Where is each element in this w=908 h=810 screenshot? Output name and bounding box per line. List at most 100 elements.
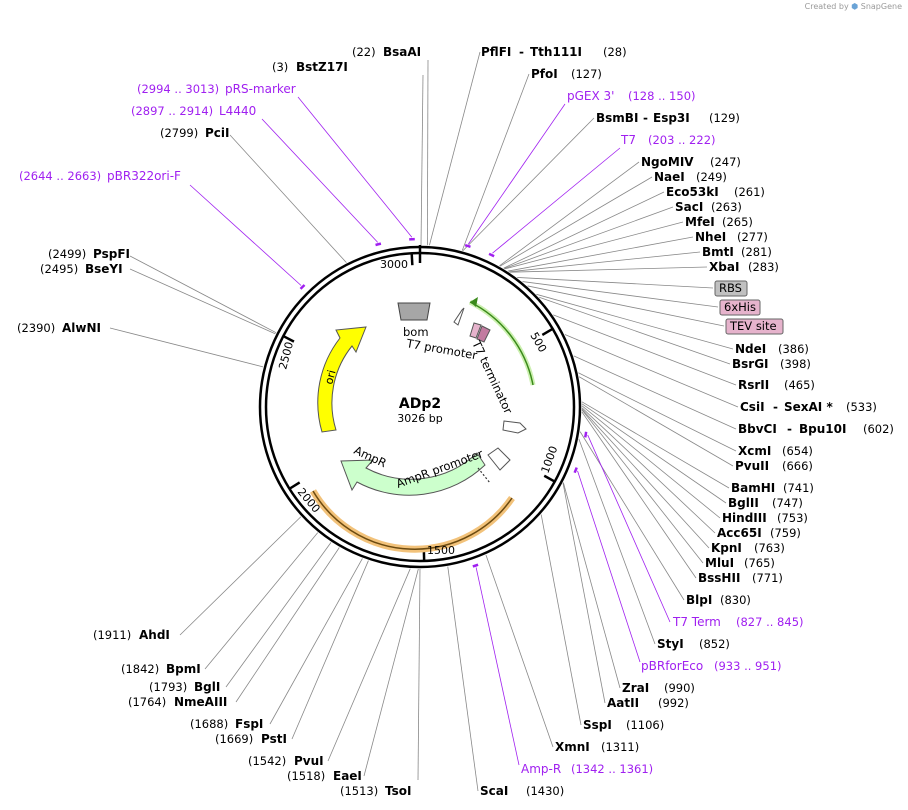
pos-bpmi: (1842) (121, 662, 159, 676)
pos-naei: (249) (696, 170, 727, 184)
enzyme-xmni[interactable]: XmnI (555, 740, 590, 754)
primer-t7-range: (203 .. 222) (648, 133, 716, 147)
enzyme-bseyi[interactable]: BseYI (85, 262, 123, 276)
enzyme-labels-left: (22) BsaAI (3) BstZ17I (2994 .. 3013) pR… (17, 45, 421, 798)
enzyme-bamhi[interactable]: BamHI (731, 481, 775, 495)
enzyme-alwni[interactable]: AlwNI (62, 321, 101, 335)
primer-prs-range: (2994 .. 3013) (137, 82, 219, 96)
enzyme-tth111i[interactable]: Tth111I (530, 45, 582, 59)
primer-prs[interactable]: pRS-marker (225, 82, 296, 96)
leader-line (509, 251, 701, 273)
enzyme-bbvci[interactable]: BbvCI (738, 422, 777, 436)
tev-feature[interactable] (476, 325, 491, 343)
enzyme-nmeaiii[interactable]: NmeAIII (174, 695, 227, 709)
enzyme-bmti[interactable]: BmtI (702, 245, 734, 259)
primer-pbr322[interactable]: pBR322ori-F (107, 169, 181, 183)
t7-terminator-arrow[interactable] (502, 420, 527, 434)
leader-line (578, 438, 656, 645)
enzyme-mfei[interactable]: MfeI (685, 215, 715, 229)
pos-pfoi: (127) (571, 67, 602, 81)
primer-pbrforeco[interactable]: pBRforEco (641, 659, 703, 673)
enzyme-styi[interactable]: StyI (657, 637, 684, 651)
enzyme-bgli[interactable]: BglI (194, 680, 220, 694)
primer-ampr[interactable]: Amp-R (521, 762, 561, 776)
tev-tag[interactable] (725, 318, 784, 335)
enzyme-esp3i[interactable]: Esp3I (653, 111, 690, 125)
primer-mark[interactable] (464, 243, 471, 248)
enzyme-psti[interactable]: PstI (261, 732, 287, 746)
enzyme-aatii[interactable]: AatII (607, 696, 639, 710)
rbs-tag[interactable] (714, 280, 748, 297)
enzyme-bstz17i[interactable]: BstZ17I (296, 60, 348, 74)
pos-bglii: (747) (772, 496, 803, 510)
enzyme-pfoi[interactable]: PfoI (531, 67, 558, 81)
leader-line (564, 334, 739, 408)
his-tag[interactable] (719, 299, 761, 316)
primer-mark[interactable] (375, 242, 382, 247)
leader-line (462, 117, 595, 252)
primer-mark[interactable] (299, 284, 306, 290)
enzyme-kpni[interactable]: KpnI (711, 541, 742, 555)
enzyme-bglii[interactable]: BglII (728, 496, 759, 510)
primer-mark[interactable] (488, 252, 495, 258)
primer-leader-line (577, 470, 641, 663)
leader-line (109, 327, 264, 368)
enzyme-tsoi[interactable]: TsoI (385, 784, 411, 798)
enzyme-rsrii[interactable]: RsrII (738, 378, 769, 392)
enzyme-pcii[interactable]: PciI (205, 126, 230, 140)
enzyme-bsmbi[interactable]: BsmBI (596, 111, 638, 125)
primer-t7[interactable]: T7 (620, 133, 636, 147)
enzyme-nhei[interactable]: NheI (695, 230, 726, 244)
enzyme-bsaai[interactable]: BsaAI (383, 45, 421, 59)
leader-line (225, 542, 332, 688)
enzyme-zrai[interactable]: ZraI (622, 681, 649, 695)
pos-bstz17i: (3) (272, 60, 288, 74)
bom-feature[interactable] (397, 302, 431, 321)
enzyme-acc65i[interactable]: Acc65I (717, 526, 762, 540)
enzyme-bpu10i[interactable]: Bpu10I (799, 422, 846, 436)
primer-pgex3[interactable]: pGEX 3' (567, 89, 614, 103)
enzyme-ngomiv[interactable]: NgoMIV (641, 155, 694, 169)
enzyme-bsrgi[interactable]: BsrGI (732, 357, 769, 371)
enzyme-scai[interactable]: ScaI (480, 784, 508, 798)
enzyme-csii[interactable]: CsiI (740, 400, 765, 414)
pos-hindiii: (753) (777, 511, 808, 525)
primer-mark[interactable] (472, 563, 479, 568)
enzyme-naei[interactable]: NaeI (654, 170, 685, 184)
leader-line (179, 516, 302, 636)
enzyme-pvuii[interactable]: PvuII (735, 459, 769, 473)
leader-line (503, 191, 665, 269)
enzyme-hindiii[interactable]: HindIII (722, 511, 767, 525)
enzyme-bsshii[interactable]: BssHII (698, 571, 740, 585)
enzyme-eaei[interactable]: EaeI (333, 769, 362, 783)
enzyme-saci[interactable]: SacI (675, 200, 703, 214)
enzyme-eco53ki[interactable]: Eco53kI (666, 185, 719, 199)
ori-feature[interactable] (317, 326, 367, 433)
enzyme-blpi[interactable]: BlpI (686, 593, 712, 607)
primer-mark[interactable] (584, 431, 588, 438)
enzyme-ahdi[interactable]: AhdI (139, 628, 170, 642)
primer-leader-line (468, 103, 566, 245)
primer-mark[interactable] (573, 467, 578, 474)
enzyme-xbai[interactable]: XbaI (709, 260, 739, 274)
enzyme-bpmi[interactable]: BpmI (166, 662, 201, 676)
enzyme-xcmi[interactable]: XcmI (738, 444, 771, 458)
tick-3000: 3000 (380, 258, 408, 271)
t7-promoter-arrow[interactable] (453, 307, 465, 326)
enzyme-pvui[interactable]: PvuI (294, 754, 324, 768)
pos-eco53ki: (261) (734, 185, 765, 199)
enzyme-ndei[interactable]: NdeI (735, 342, 766, 356)
enzyme-sexai[interactable]: SexAI * (784, 400, 833, 414)
enzyme-fspi[interactable]: FspI (235, 717, 263, 731)
enzyme-sspi[interactable]: SspI (583, 718, 612, 732)
ampr-feature[interactable] (340, 452, 486, 496)
pos-scai: (1430) (526, 784, 564, 798)
tick-mark (282, 334, 295, 343)
enzyme-mlui[interactable]: MluI (705, 556, 734, 570)
ampr-promoter-arrow[interactable] (487, 447, 511, 471)
enzyme-pflfi[interactable]: PflFI (481, 45, 511, 59)
his-tag-feature[interactable] (469, 322, 482, 339)
primer-t7term[interactable]: T7 Term (672, 615, 721, 629)
primer-l4440[interactable]: L4440 (219, 104, 256, 118)
enzyme-pspfi[interactable]: PspFI (93, 247, 130, 261)
